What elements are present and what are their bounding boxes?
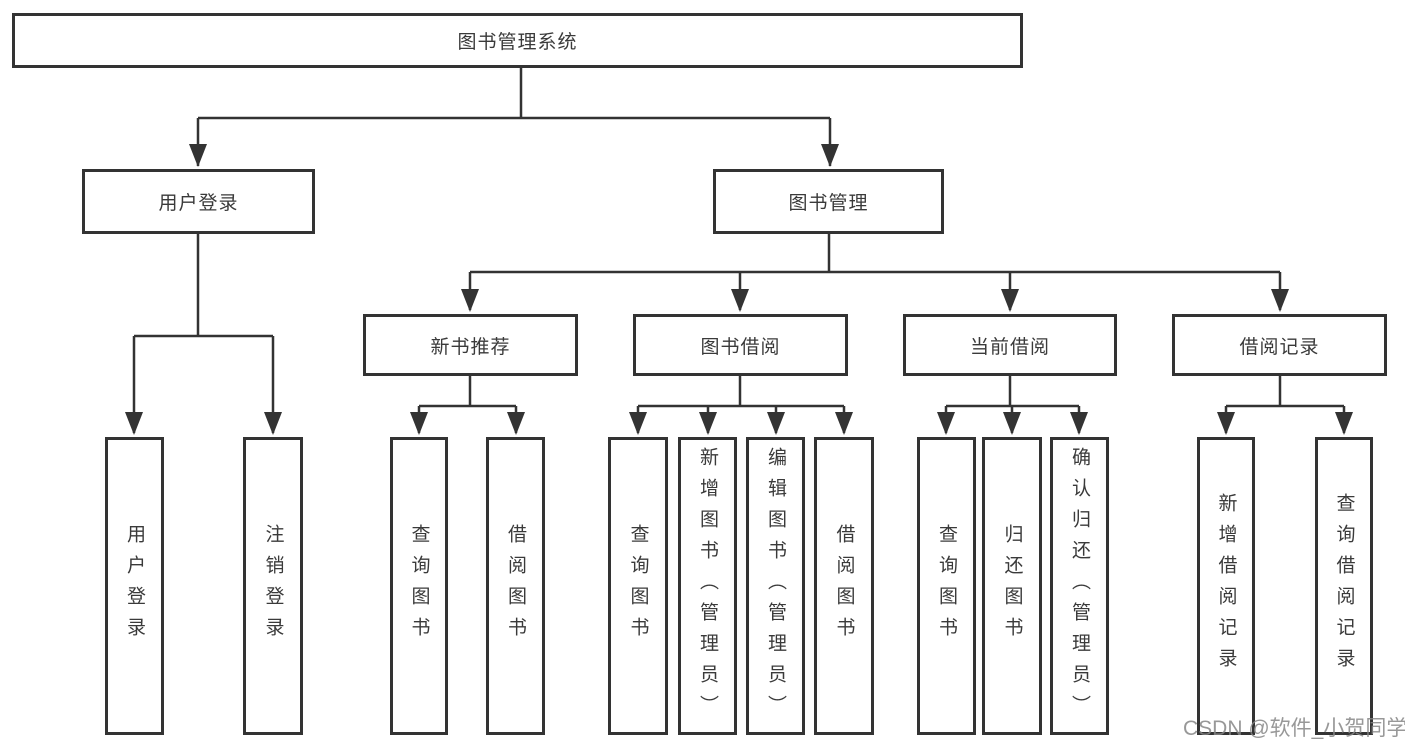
leaf-cb-confirm-return-admin: 确认归还（管理员）: [1050, 437, 1109, 735]
node-new-book-recommend: 新书推荐: [363, 314, 578, 376]
node-book-borrow: 图书借阅: [633, 314, 848, 376]
leaf-br-query-record: 查询借阅记录: [1315, 437, 1373, 735]
leaf-logout: 注销登录: [243, 437, 303, 735]
leaf-user-login: 用户登录: [105, 437, 164, 735]
node-borrow-record: 借阅记录: [1172, 314, 1387, 376]
node-root-system: 图书管理系统: [12, 13, 1023, 68]
leaf-bb-edit-book-admin: 编辑图书（管理员）: [746, 437, 805, 735]
leaf-cb-return-book: 归还图书: [982, 437, 1042, 735]
arrowhead-icons: [125, 144, 1353, 435]
leaf-nbr-borrow-book: 借阅图书: [486, 437, 545, 735]
leaf-nbr-query-book: 查询图书: [390, 437, 448, 735]
leaf-cb-query-book: 查询图书: [917, 437, 976, 735]
leaf-bb-query-book: 查询图书: [608, 437, 668, 735]
watermark: CSDN @软件_小贺同学: [1183, 717, 1405, 740]
node-book-management: 图书管理: [713, 169, 944, 234]
node-user-login: 用户登录: [82, 169, 315, 234]
node-current-borrow: 当前借阅: [903, 314, 1117, 376]
leaf-bb-borrow-book: 借阅图书: [814, 437, 874, 735]
leaf-bb-add-book-admin: 新增图书（管理员）: [678, 437, 737, 735]
leaf-br-add-record: 新增借阅记录: [1197, 437, 1255, 735]
